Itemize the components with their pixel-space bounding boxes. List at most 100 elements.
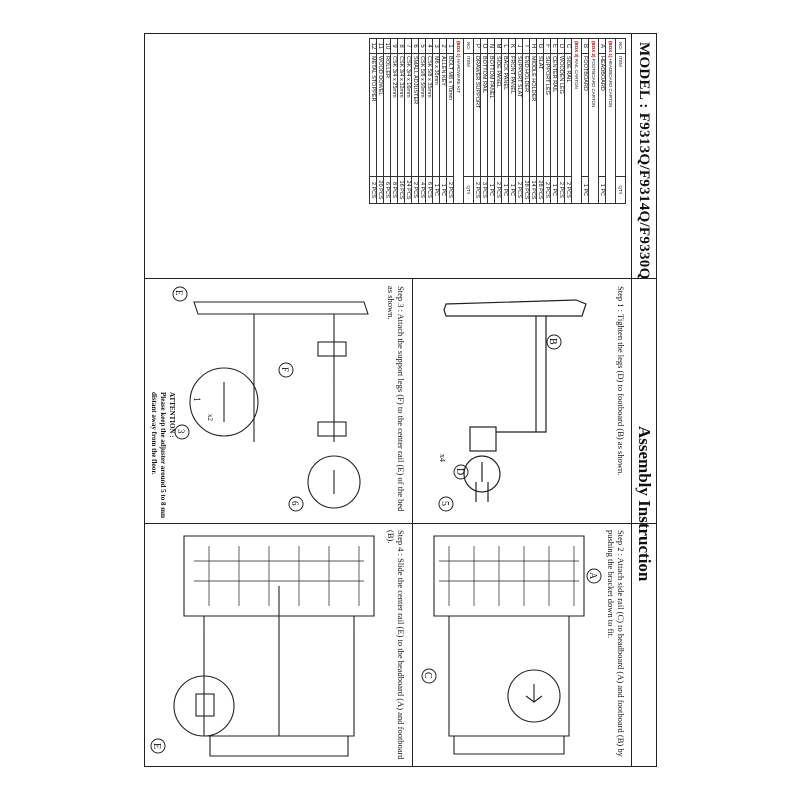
part-qty: 6 PCS	[383, 176, 391, 204]
callout-d: D	[454, 468, 465, 475]
part-qty: 28 PCS	[522, 176, 530, 204]
box-description: FOOTBOARD CARTON	[591, 58, 596, 108]
divider	[145, 523, 656, 524]
header-no: NO.	[463, 38, 474, 54]
part-letter: 8	[397, 38, 405, 54]
part-description: WOODEN LEG	[557, 53, 565, 177]
part-qty: 16 PCS	[397, 176, 405, 204]
page-title: Assembly Instruction	[635, 426, 654, 582]
part-letter: G	[536, 38, 544, 54]
part-qty: 1 PC	[432, 176, 440, 204]
callout-b: B	[547, 338, 558, 345]
part-description: END HOLDER	[522, 53, 530, 177]
part-qty: 1 PC	[598, 176, 606, 204]
part-qty: 4 PCS	[418, 176, 426, 204]
box-section-row: (BOX 2) FOOTBOARD CARTON	[588, 38, 599, 204]
header-qty: QTY	[615, 176, 626, 204]
box-section-row: (BOX 3) RAIL CARTON	[571, 38, 582, 204]
part-letter: 4	[425, 38, 433, 54]
box-label: (BOX 2) FOOTBOARD CARTON	[588, 38, 599, 204]
callout-a: A	[587, 572, 598, 580]
callout-1: 1	[192, 397, 202, 402]
part-qty: 1 PC	[550, 176, 558, 204]
step-1-text: Step 1 : Tighten the legs (D) to footboa…	[616, 286, 626, 476]
part-description: SUPPORT SLAT	[515, 53, 523, 177]
box-description: HARDWARE KIT	[456, 58, 461, 94]
callout-3: 3	[176, 429, 186, 434]
part-letter: L	[501, 38, 509, 54]
box-number: (BOX 1)	[608, 41, 613, 59]
part-letter: 2	[439, 38, 447, 54]
callout-f: F	[280, 367, 290, 372]
part-letter: 6	[411, 38, 419, 54]
part-letter: 11	[376, 38, 384, 54]
part-qty: 2 PCS	[446, 176, 454, 204]
part-letter: I	[522, 38, 530, 54]
box-label: (BOX 1) HEADBOARD CARTON	[605, 38, 616, 204]
attention-line-2: distant away from the floor.	[150, 392, 158, 475]
callout-e-step4: E	[151, 743, 162, 749]
part-letter: 3	[432, 38, 440, 54]
part-description: HEADBOARD	[598, 53, 606, 177]
divider	[145, 278, 656, 279]
part-letter: 12	[369, 38, 377, 54]
part-qty: 2 PCS	[494, 176, 502, 204]
part-qty: 2 PCS	[411, 176, 419, 204]
part-qty: 8 PCS	[390, 176, 398, 204]
part-description: CSK 5/8 x 35mm	[425, 53, 433, 177]
header-item: ITEM	[463, 53, 474, 177]
part-qty: 1 PC	[487, 176, 495, 204]
part-qty: 2 PCS	[473, 176, 481, 204]
part-description: M6 x 35mm	[432, 53, 440, 177]
box-label: (BOX 3) RAIL CARTON	[571, 38, 582, 204]
part-letter: E	[550, 38, 558, 54]
part-letter: K	[508, 38, 516, 54]
callout-6: 6	[290, 501, 300, 506]
part-qty: 2 PCS	[564, 176, 572, 204]
box-section-row: (BOX 1) HARDWARE KIT	[453, 38, 464, 204]
part-qty: 2 PCS	[369, 176, 377, 204]
header-no: NO.	[615, 38, 626, 54]
part-letter: D	[557, 38, 565, 54]
part-qty: 1 PC	[508, 176, 516, 204]
part-description: CSK 3/4 x 25mm	[390, 53, 398, 177]
attention-title: ATTENTION :	[168, 392, 176, 438]
part-description: BOTTOM RAIL	[480, 53, 488, 177]
part-qty: 1 PC	[439, 176, 447, 204]
part-description: ALLEN KEY	[439, 53, 447, 177]
part-letter: 9	[390, 38, 398, 54]
box-description: RAIL CARTON	[574, 58, 579, 89]
part-letter: M	[494, 38, 502, 54]
header-qty: QTY	[463, 176, 474, 204]
part-description: FRONT PANEL	[508, 53, 516, 177]
part-qty: 2 PCS	[557, 176, 565, 204]
step-1-diagram: B D 5 x4	[438, 299, 587, 512]
model-title: MODEL : F9313Q/F9314Q/F9330Q	[636, 42, 652, 280]
part-description: FOOTBOARD	[581, 53, 589, 177]
part-description: SIDE RAIL	[564, 53, 572, 177]
box-number: (BOX 3)	[574, 41, 579, 59]
part-qty: 1 PC	[501, 176, 509, 204]
part-letter: A	[598, 38, 606, 54]
part-qty: 14 PCS	[529, 176, 537, 204]
part-qty: 20 PCS	[376, 176, 384, 204]
part-description: SUPPORT LEG	[543, 53, 551, 177]
